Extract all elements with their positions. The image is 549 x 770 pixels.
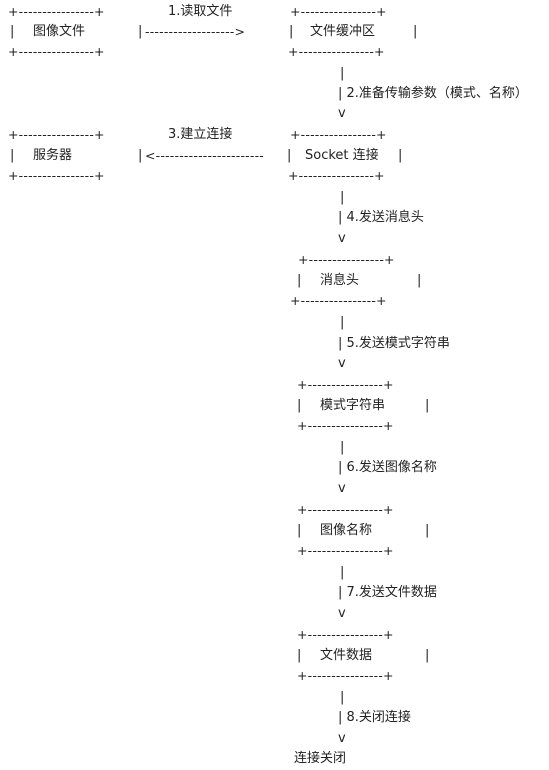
server-box-bottom: +----------------+	[8, 168, 105, 183]
connector-5-arrow: v	[338, 356, 346, 371]
file-data-box-bottom: +----------------+	[297, 668, 394, 683]
mode-box-top: +----------------+	[297, 377, 394, 392]
server-box-top: +----------------+	[8, 127, 105, 142]
connector-6-arrow: v	[338, 481, 346, 496]
server-box-right: |	[138, 148, 143, 163]
connector-7-arrow: v	[338, 606, 346, 621]
socket-box-top: +----------------+	[290, 127, 387, 142]
image-name-box-bottom: +----------------+	[297, 543, 394, 558]
step-1-label: 1.读取文件	[168, 4, 233, 19]
file-buffer-label: 文件缓冲区	[310, 24, 376, 39]
connection-closed-label: 连接关闭	[294, 751, 347, 766]
header-box-left: |	[297, 273, 302, 288]
connector-4-top: |	[340, 190, 345, 205]
connector-7-top: |	[340, 565, 345, 580]
image-name-box-right: |	[425, 523, 430, 538]
file-buffer-box-right: |	[413, 24, 418, 39]
socket-box-right: |	[398, 148, 403, 163]
file-data-box-right: |	[425, 648, 430, 663]
connector-2-arrow: v	[338, 106, 346, 121]
connector-4-arrow: v	[338, 231, 346, 246]
read-file-arrow: ------------------->	[145, 24, 246, 39]
connector-5-top: |	[340, 315, 345, 330]
image-file-box-bottom: +----------------+	[8, 44, 105, 59]
file-data-box-left: |	[297, 648, 302, 663]
image-file-label: 图像文件	[33, 24, 86, 39]
mode-box-left: |	[297, 398, 302, 413]
image-file-box-left: |	[10, 24, 15, 39]
image-file-box-right: |	[138, 24, 143, 39]
step-6-label: | 6.发送图像名称	[338, 460, 437, 475]
connector-8-arrow: v	[338, 731, 346, 746]
header-box-bottom: +----------------+	[290, 293, 387, 308]
step-3-label: 3.建立连接	[168, 127, 233, 142]
step-5-label: | 5.发送模式字符串	[338, 336, 450, 351]
step-2-label: | 2.准备传输参数（模式、名称）	[338, 86, 528, 101]
connect-arrow: <-----------------------	[145, 148, 265, 163]
image-name-label: 图像名称	[320, 523, 373, 538]
image-name-box-left: |	[297, 523, 302, 538]
image-name-box-top: +----------------+	[297, 502, 394, 517]
mode-label: 模式字符串	[320, 398, 386, 413]
header-box-top: +----------------+	[298, 252, 395, 267]
mode-box-right: |	[425, 398, 430, 413]
mode-box-bottom: +----------------+	[297, 418, 394, 433]
step-7-label: | 7.发送文件数据	[338, 585, 437, 600]
server-box-left: |	[10, 148, 15, 163]
socket-label: Socket 连接	[305, 148, 379, 163]
socket-box-left: |	[287, 148, 292, 163]
file-buffer-box-bottom: +----------------+	[288, 44, 385, 59]
header-box-right: |	[417, 273, 422, 288]
connector-8-top: |	[340, 690, 345, 705]
connector-2-top: |	[340, 66, 345, 81]
connector-6-top: |	[340, 440, 345, 455]
header-label: 消息头	[320, 273, 360, 288]
socket-box-bottom: +----------------+	[288, 168, 385, 183]
file-data-box-top: +----------------+	[297, 627, 394, 642]
file-buffer-box-left: |	[289, 24, 294, 39]
step-8-label: | 8.关闭连接	[338, 710, 411, 725]
image-file-box-top: +----------------+	[8, 4, 105, 19]
file-buffer-box-top: +----------------+	[290, 4, 387, 19]
file-data-label: 文件数据	[320, 648, 373, 663]
step-4-label: | 4.发送消息头	[338, 210, 424, 225]
server-label: 服务器	[33, 148, 73, 163]
